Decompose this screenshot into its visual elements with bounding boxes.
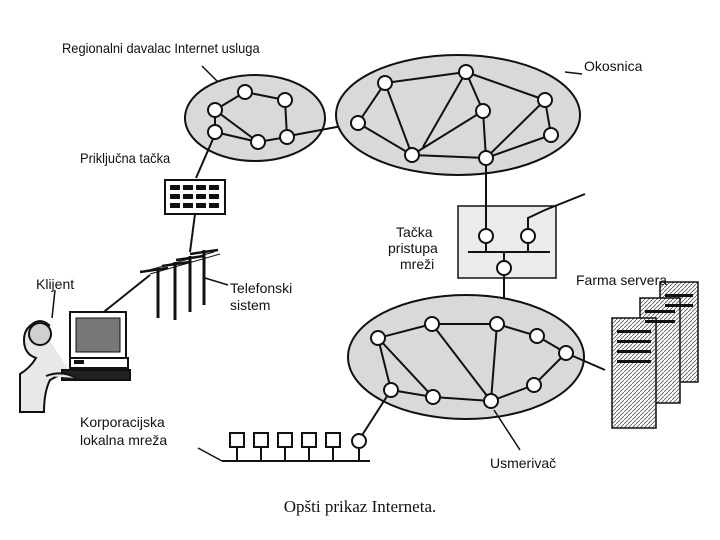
access-point-device [164,138,226,253]
access-network-label-line1: Tačka [396,224,433,240]
server-farm-icon [611,281,699,429]
telephone-leader [204,277,229,286]
access-point-label: Priključna tačka [80,150,171,166]
regional-isp-label: Regionalni davalac Internet usluga [62,40,260,56]
telephone-poles-icon [139,248,221,320]
telephone-label-line2: sistem [230,297,271,313]
lan-label-line2: lokalna mreža [80,432,168,448]
regional-isp-network [184,74,326,162]
lower-network [347,294,606,441]
router-label: Usmerivač [490,455,557,471]
access-network-label-line2: pristupa [388,240,438,256]
client-label: Klijent [36,276,75,292]
backbone-leader [564,71,583,75]
telephone-label-line1: Telefonski [230,280,293,296]
regional-isp-leader [201,65,219,83]
corporate-lan [197,432,370,462]
server-farm-label: Farma servera [576,272,668,288]
backbone-label: Okosnica [584,58,643,74]
figure-caption: Opšti prikaz Interneta. [283,497,437,516]
client-phone-link [99,274,151,316]
network-access-point [457,165,586,298]
client-leader [51,289,56,319]
client-computer-icon [19,311,131,413]
lan-label-line1: Korporacijska [80,414,165,430]
router-leader [493,409,521,451]
backbone-network [335,54,581,176]
access-network-label-line3: mreži [400,256,435,272]
